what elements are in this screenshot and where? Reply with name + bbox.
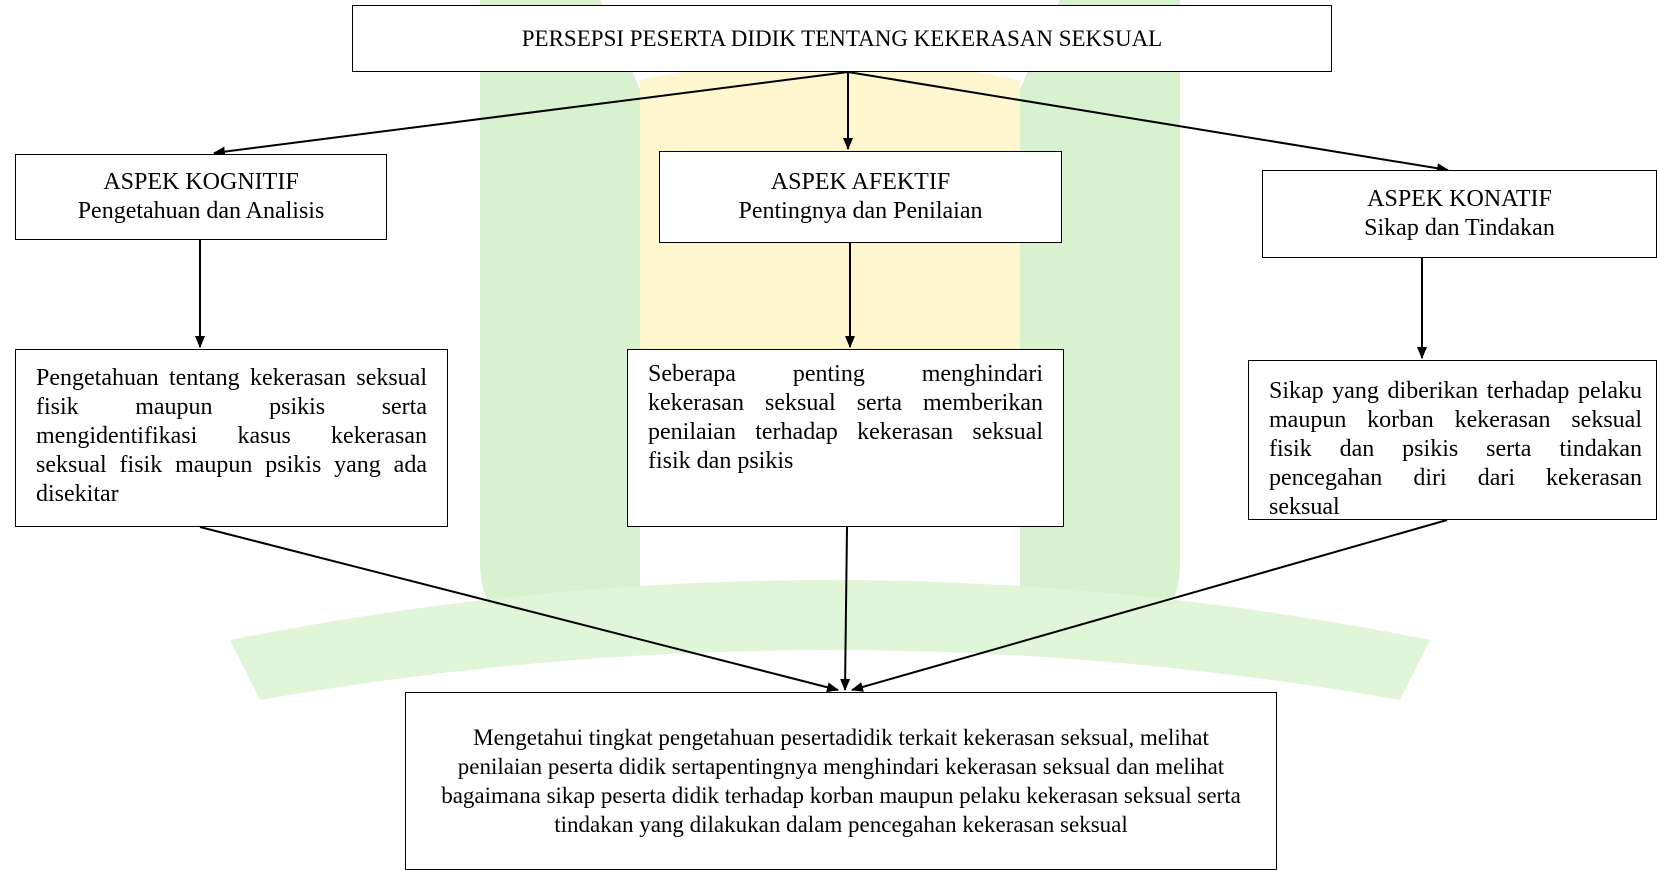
watermark-shield-left — [480, 0, 640, 640]
aspect-kognitif-subtitle: Pengetahuan dan Analisis — [77, 198, 325, 224]
afektif-description: Seberapa penting menghindari kekerasan s… — [648, 361, 1043, 474]
aspect-afektif-subtitle: Pentingnya dan Penilaian — [738, 198, 983, 224]
aspect-konatif-box: ASPEK KONATIF Sikap dan Tindakan — [1262, 170, 1657, 258]
arrow-top-to-konatif — [847, 71, 1449, 174]
bottom-box-label: Mengetahui tingkat pengetahuan pesertadi… — [441, 725, 1241, 837]
aspect-konatif-title: ASPEK KONATIF — [1367, 186, 1552, 212]
kognitif-description: Pengetahuan tentang kekerasan seksual fi… — [36, 365, 427, 507]
arrow-afektif-to-bottom — [840, 526, 851, 691]
aspect-afektif-title: ASPEK AFEKTIF — [770, 169, 951, 195]
konatif-description: Sikap yang diberikan terhadap pelaku mau… — [1269, 378, 1642, 520]
aspect-kognitif-box: ASPEK KOGNITIF Pengetahuan dan Analisis — [15, 154, 387, 240]
bottom-box: Mengetahui tingkat pengetahuan pesertadi… — [405, 692, 1277, 870]
aspect-afektif-box: ASPEK AFEKTIF Pentingnya dan Penilaian — [659, 151, 1062, 243]
kognitif-description-box: Pengetahuan tentang kekerasan seksual fi… — [15, 349, 448, 527]
aspect-kognitif-title: ASPEK KOGNITIF — [103, 169, 299, 195]
aspect-konatif-subtitle: Sikap dan Tindakan — [1364, 215, 1555, 241]
arrow-kognitif-to-bottom — [199, 526, 839, 693]
arrow-konatif-to-bottom — [851, 519, 1448, 692]
arrow-top-to-kognitif — [213, 71, 849, 157]
top-box-label: PERSEPSI PESERTA DIDIK TENTANG KEKERASAN… — [521, 26, 1163, 51]
konatif-description-box: Sikap yang diberikan terhadap pelaku mau… — [1248, 360, 1657, 520]
afektif-description-box: Seberapa penting menghindari kekerasan s… — [627, 349, 1064, 527]
top-box: PERSEPSI PESERTA DIDIK TENTANG KEKERASAN… — [352, 5, 1332, 72]
